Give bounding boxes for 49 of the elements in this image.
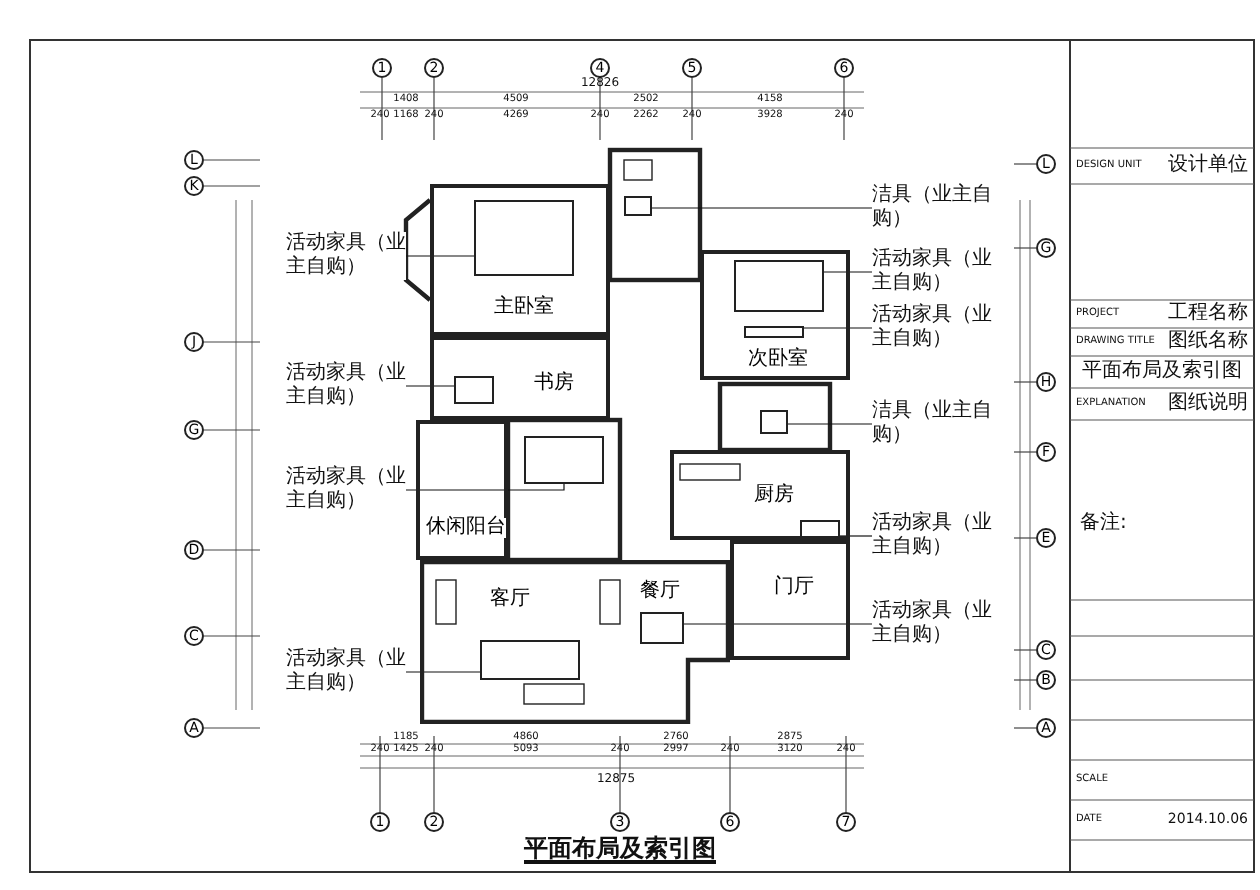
- room-label: 客厅: [490, 590, 530, 610]
- leader-line: [405, 385, 455, 387]
- room-label: 门厅: [774, 578, 814, 598]
- leader-line: [405, 483, 565, 491]
- room-outline: [670, 450, 850, 540]
- room-outline: [730, 540, 850, 660]
- furniture-block: [524, 436, 604, 484]
- room-label: 餐厅: [640, 582, 680, 602]
- leader-text: 活动家具（业主自购）: [872, 304, 996, 352]
- furniture-block: [474, 200, 574, 276]
- furniture-block: [480, 640, 580, 680]
- room-label: 休闲阳台: [426, 518, 506, 538]
- room-label: 次卧室: [748, 350, 808, 370]
- room-label: 厨房: [754, 486, 794, 506]
- leader-line: [839, 535, 873, 537]
- leader-line: [405, 671, 481, 673]
- leader-line: [803, 327, 873, 329]
- furniture-block: [454, 376, 494, 404]
- leader-line: [651, 207, 873, 209]
- room-outline: [420, 560, 730, 724]
- leader-line: [823, 271, 873, 273]
- leader-text: 活动家具（业主自购）: [286, 466, 406, 514]
- title-block-text: 设计单位: [1168, 156, 1248, 176]
- drawing-title: 平面布局及索引图: [524, 836, 716, 864]
- leader-text: 活动家具（业主自购）: [872, 512, 996, 560]
- title-block-text: 平面布局及索引图: [1082, 362, 1242, 382]
- room-outline: [416, 420, 508, 560]
- room-outline: [700, 250, 850, 380]
- title-block-text: 图纸说明: [1168, 394, 1248, 414]
- furniture-block: [624, 196, 652, 216]
- furniture-block: [744, 326, 804, 338]
- furniture-block: [760, 410, 788, 434]
- room-outline: [430, 336, 610, 420]
- title-block-text: 备注:: [1080, 514, 1127, 534]
- leader-line: [405, 255, 475, 257]
- furniture-block: [734, 260, 824, 312]
- leader-line: [787, 423, 873, 425]
- room-label: 书房: [534, 374, 574, 394]
- room-outline: [430, 184, 610, 336]
- leader-text: 活动家具（业主自购）: [286, 648, 406, 696]
- leader-text: 活动家具（业主自购）: [286, 232, 406, 280]
- room-label: 主卧室: [494, 298, 554, 318]
- title-block-text: 工程名称: [1168, 304, 1248, 324]
- furniture-block: [640, 612, 684, 644]
- leader-text: 活动家具（业主自购）: [872, 248, 996, 296]
- title-block-text: 图纸名称: [1168, 332, 1248, 352]
- leader-text: 活动家具（业主自购）: [872, 600, 996, 648]
- leader-text: 活动家具（业主自购）: [286, 362, 406, 410]
- leader-line: [683, 623, 873, 625]
